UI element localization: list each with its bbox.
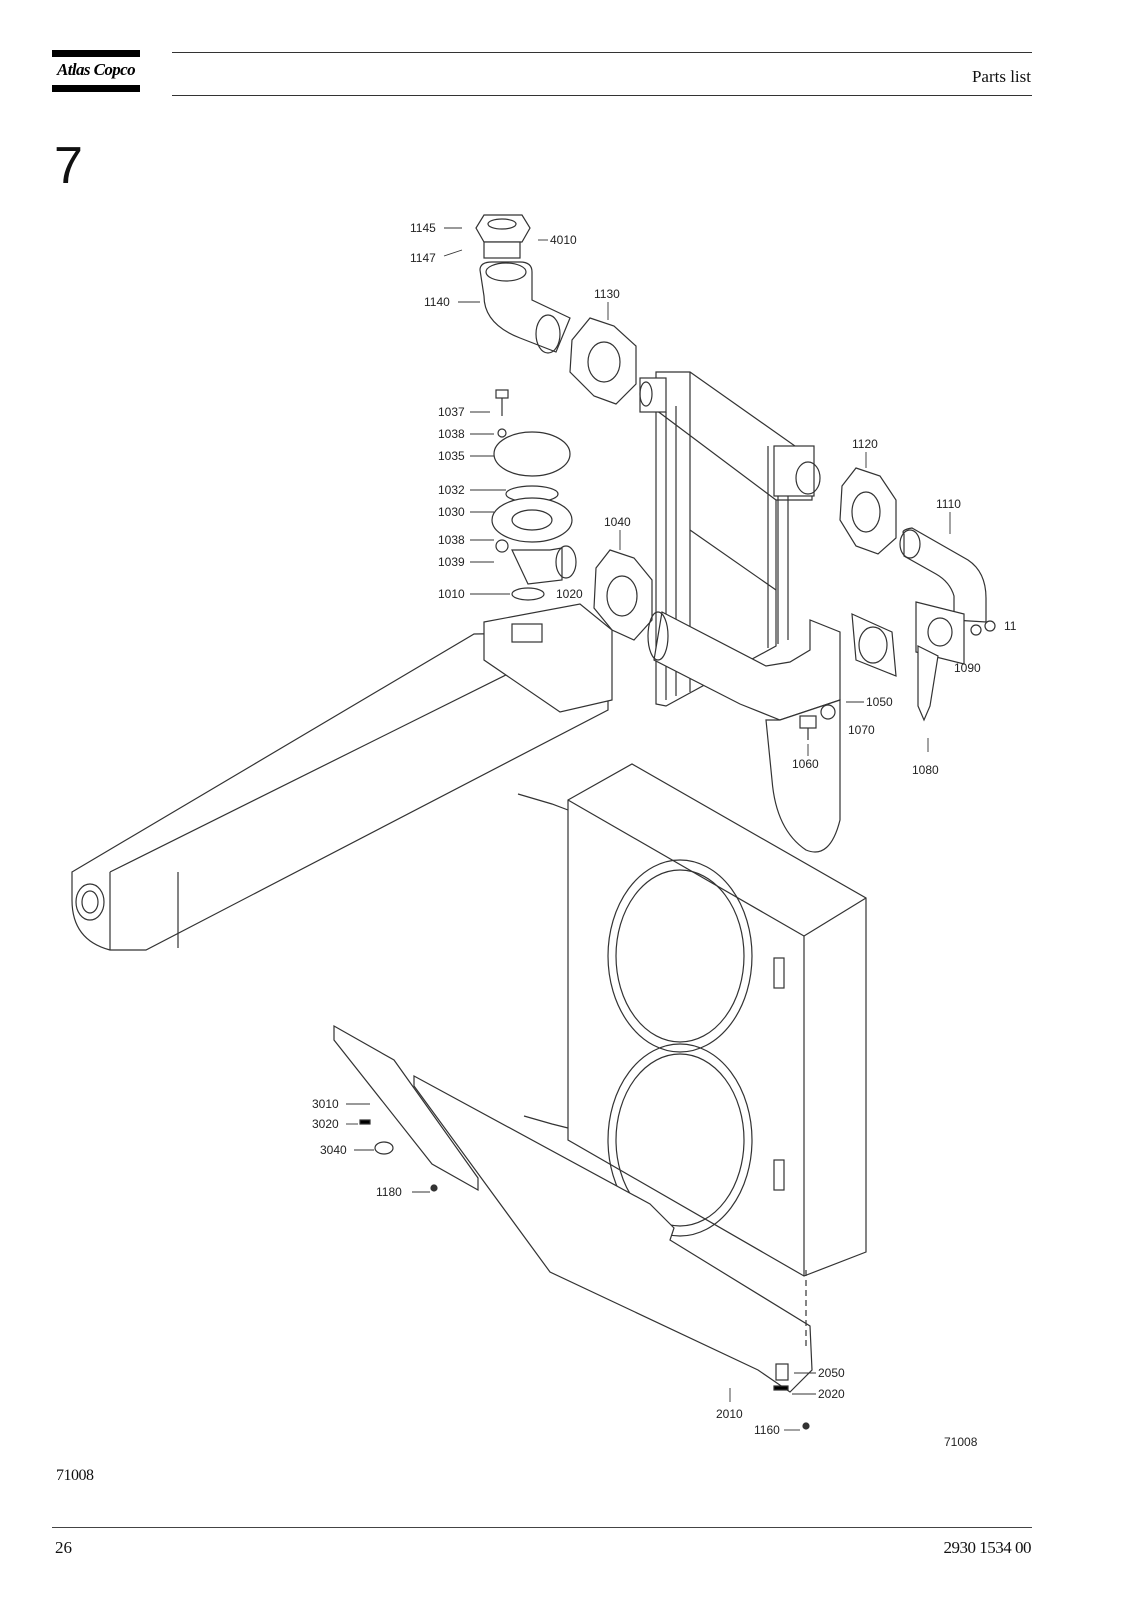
- header-rule-bottom: [172, 95, 1032, 96]
- callout-3010: 3010: [312, 1097, 339, 1111]
- elbow-1110-drawing: [899, 527, 987, 623]
- callout-1070: 1070: [848, 723, 875, 737]
- callout-1038-bottom: 1038: [438, 533, 465, 547]
- clamp-1040-drawing: [593, 549, 653, 641]
- silencer-duct-drawing: [71, 603, 613, 951]
- callout-1120: 1120: [852, 437, 878, 451]
- callout-3020: 3020: [312, 1117, 339, 1131]
- fan-cooler-box-drawing: [517, 763, 867, 1277]
- callout-1037: 1037: [438, 405, 465, 419]
- document-number: 2930 1534 00: [943, 1538, 1032, 1557]
- callout-1035: 1035: [438, 449, 465, 463]
- cooler-block-drawing: [639, 371, 821, 707]
- butterfly-valve-drawing: [851, 613, 939, 722]
- callout-1010: 1010: [438, 587, 465, 601]
- clamp-1120-drawing: [839, 467, 897, 555]
- atlas-copco-logo: Atlas Copco: [52, 50, 140, 94]
- callout-1050: 1050: [866, 695, 893, 709]
- flange-stack-drawing: [491, 389, 577, 601]
- callout-1040: 1040: [604, 515, 631, 529]
- callout-1020: 1020: [556, 587, 583, 601]
- header-rule-top: [172, 52, 1032, 53]
- callout-1130: 1130: [594, 287, 620, 301]
- callout-1145: 1145: [410, 221, 436, 235]
- pipe-1050-drawing: [647, 611, 841, 853]
- callout-1032: 1032: [438, 483, 465, 497]
- callout-1090: 1090: [954, 661, 981, 675]
- bolt-1060-drawing: [799, 704, 836, 740]
- flange-1090-drawing: [915, 601, 996, 665]
- figure-image-code: 71008: [944, 1435, 978, 1449]
- cover-plate-2010-drawing: [413, 1074, 813, 1393]
- callout-1140: 1140: [424, 295, 450, 309]
- callout-1180: 1180: [376, 1185, 402, 1199]
- logo-bar-top: [52, 50, 140, 57]
- section-number: 7: [54, 137, 83, 195]
- cover-plate-3010-drawing: [333, 1024, 479, 1192]
- callout-2010: 2010: [716, 1407, 743, 1421]
- footer-rule: [52, 1527, 1032, 1528]
- logo-wordmark: Atlas Copco: [57, 60, 136, 79]
- callout-2020: 2020: [818, 1387, 845, 1401]
- callout-1060: 1060: [792, 757, 819, 771]
- callout-1030: 1030: [438, 505, 465, 519]
- callout-1110: 1110: [936, 497, 961, 511]
- figure-caption-code: 71008: [56, 1467, 94, 1484]
- callout-1160: 1160: [754, 1423, 780, 1437]
- callout-1039: 1039: [438, 555, 465, 569]
- union-4010-drawing: [475, 214, 531, 259]
- logo-bar-bottom: [52, 85, 140, 92]
- clamp-1130-drawing: [569, 317, 637, 405]
- callout-11-cropped: 11: [1004, 619, 1017, 633]
- callout-1080: 1080: [912, 763, 939, 777]
- callout-1147: 1147: [410, 251, 436, 265]
- page-number: 26: [55, 1538, 72, 1557]
- callout-3040: 3040: [320, 1143, 347, 1157]
- elbow-1140-drawing: [479, 261, 571, 354]
- callout-4010: 4010: [550, 233, 577, 247]
- callout-1038-top: 1038: [438, 427, 465, 441]
- callout-2050: 2050: [818, 1366, 845, 1380]
- small-parts-drawing: [359, 1119, 810, 1430]
- header-title: Parts list: [971, 67, 1031, 86]
